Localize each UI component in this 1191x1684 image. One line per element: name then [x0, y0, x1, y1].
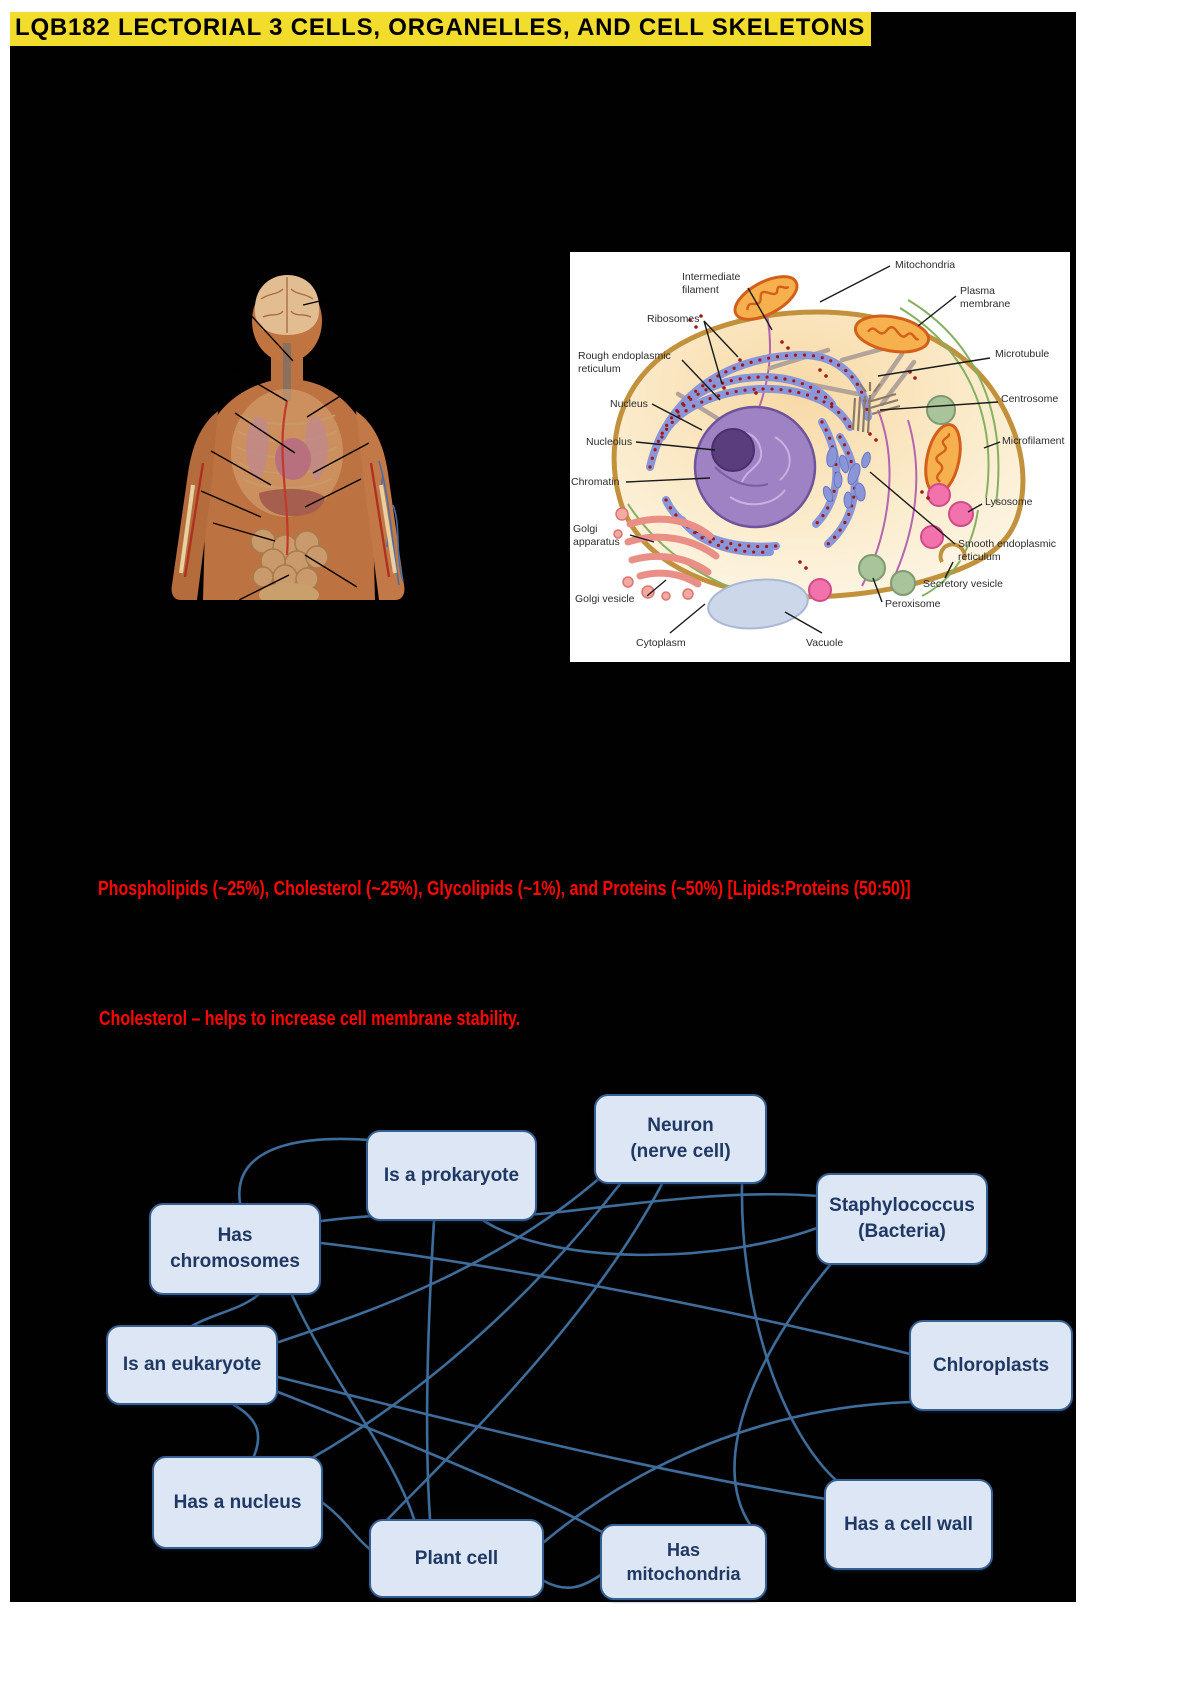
- label-secretory-vesicle: Secretory vesicle: [923, 578, 1003, 590]
- liver: [259, 488, 325, 517]
- label-golgi-apparatus: Golgi: [573, 523, 598, 535]
- nucleolus-organelle: [711, 428, 755, 472]
- vacuole-organelle: [707, 578, 809, 630]
- centrosome-organelle: [851, 382, 901, 434]
- membrane-composition-note: Phospholipids (~25%), Cholesterol (~25%)…: [98, 878, 911, 900]
- animal-cell-diagram: Intermediate filament Ribosomes Rough en…: [570, 252, 1070, 662]
- concept-box-nucleus: Has a nucleus: [152, 1456, 323, 1549]
- label-smooth-er: Smooth endoplasmic: [958, 538, 1056, 550]
- concept-box-neuron: Neuron(nerve cell): [594, 1094, 767, 1184]
- label-nucleus: Nucleus: [610, 398, 648, 410]
- smooth-er: [822, 446, 871, 509]
- label-plasma-membrane: Plasma: [960, 285, 995, 297]
- left-lung: [246, 417, 269, 481]
- pelvis: [259, 583, 319, 600]
- golgi-vesicles: [613, 507, 694, 601]
- svg-text:reticulum: reticulum: [578, 363, 621, 375]
- brain-folds: [260, 277, 314, 333]
- cell-labels: Intermediate filament Ribosomes Rough en…: [571, 259, 1065, 649]
- concept-box-cell-wall: Has a cell wall: [824, 1479, 993, 1570]
- svg-text:reticulum: reticulum: [958, 551, 1001, 563]
- label-centrosome: Centrosome: [1001, 393, 1058, 405]
- highlighted-title-text: LQB182 LECTORIAL 3 CELLS, ORGANELLES, AN…: [10, 12, 872, 46]
- label-rough-er: Rough endoplasmic: [578, 350, 671, 362]
- peroxisomes: [858, 395, 956, 596]
- concept-box-chloroplasts: Chloroplasts: [909, 1320, 1073, 1411]
- concept-box-staphylococcus: Staphylococcus(Bacteria): [816, 1173, 988, 1265]
- chromatin-dark: [714, 466, 769, 487]
- right-lung: [305, 417, 328, 481]
- heart: [275, 438, 311, 480]
- label-golgi-vesicle: Golgi vesicle: [575, 593, 635, 605]
- label-vacuole: Vacuole: [806, 637, 843, 649]
- secretory-vesicle-organelle: [938, 542, 967, 563]
- concept-box-prokaryote: Is a prokaryote: [366, 1130, 537, 1221]
- label-peroxisome: Peroxisome: [885, 598, 941, 610]
- label-chromatin: Chromatin: [571, 476, 620, 488]
- golgi-apparatus-organelle: [624, 515, 720, 588]
- mitochondrion-1: [733, 275, 799, 321]
- cholesterol-note: Cholesterol – helps to increase cell mem…: [99, 1008, 521, 1030]
- label-mitochondria: Mitochondria: [895, 259, 955, 271]
- concept-box-plant-cell: Plant cell: [369, 1519, 544, 1598]
- arm-arteries: [183, 462, 391, 578]
- label-cytoplasm: Cytoplasm: [636, 637, 686, 649]
- arm-bones: [179, 484, 397, 574]
- human-anatomy-image: [171, 275, 405, 600]
- intestines: [250, 528, 329, 591]
- aorta: [281, 400, 289, 556]
- label-intermediate-filament: Intermediate: [682, 271, 741, 283]
- page-title: LQB182 LECTORIAL 3 CELLS, ORGANELLES, AN…: [10, 12, 872, 46]
- label-ribosomes: Ribosomes: [647, 313, 700, 325]
- label-lysosome: Lysosome: [985, 496, 1033, 508]
- anatomy-label-lines: [200, 296, 370, 600]
- concept-box-eukaryote: Is an eukaryote: [106, 1325, 278, 1405]
- trachea: [283, 343, 291, 401]
- label-microfilament: Microfilament: [1002, 435, 1065, 447]
- svg-text:membrane: membrane: [960, 298, 1010, 310]
- cell-label-lines: [625, 265, 1001, 634]
- svg-text:filament: filament: [682, 284, 719, 296]
- lysosomes: [808, 483, 974, 602]
- svg-text:apparatus: apparatus: [573, 536, 620, 548]
- label-microtubule: Microtubule: [995, 348, 1049, 360]
- label-nucleolus: Nucleolus: [586, 436, 632, 448]
- mitochondrion-2: [853, 314, 931, 354]
